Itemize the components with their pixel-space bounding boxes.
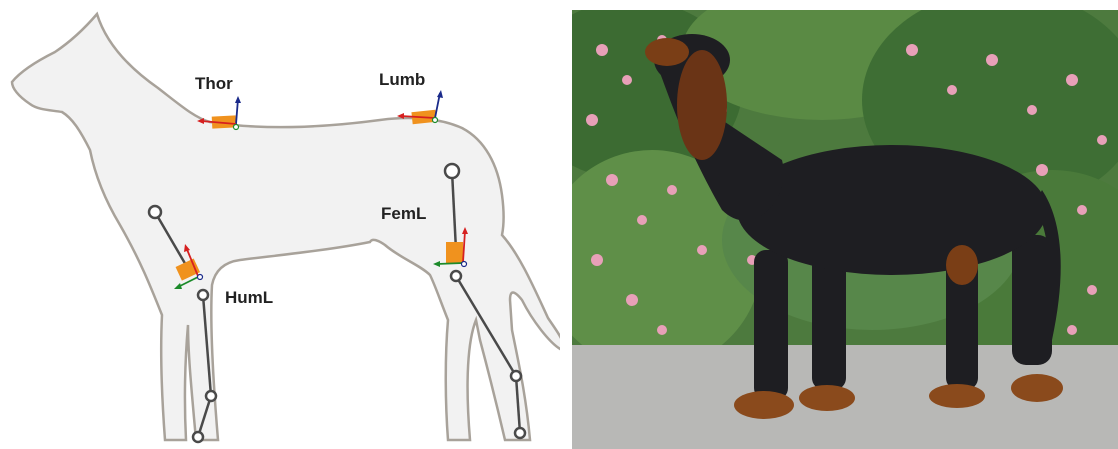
sensor-label-lumb: Lumb — [379, 70, 425, 89]
dog-sensor-diagram: Thor Lumb FemL HumL — [0, 0, 560, 449]
sensor-label-feml: FemL — [381, 204, 426, 223]
dog-bodysuit-photo — [572, 10, 1118, 449]
sensor-label-thor: Thor — [195, 74, 233, 93]
sensor-label-huml: HumL — [225, 288, 273, 307]
dog-silhouette — [12, 14, 560, 440]
